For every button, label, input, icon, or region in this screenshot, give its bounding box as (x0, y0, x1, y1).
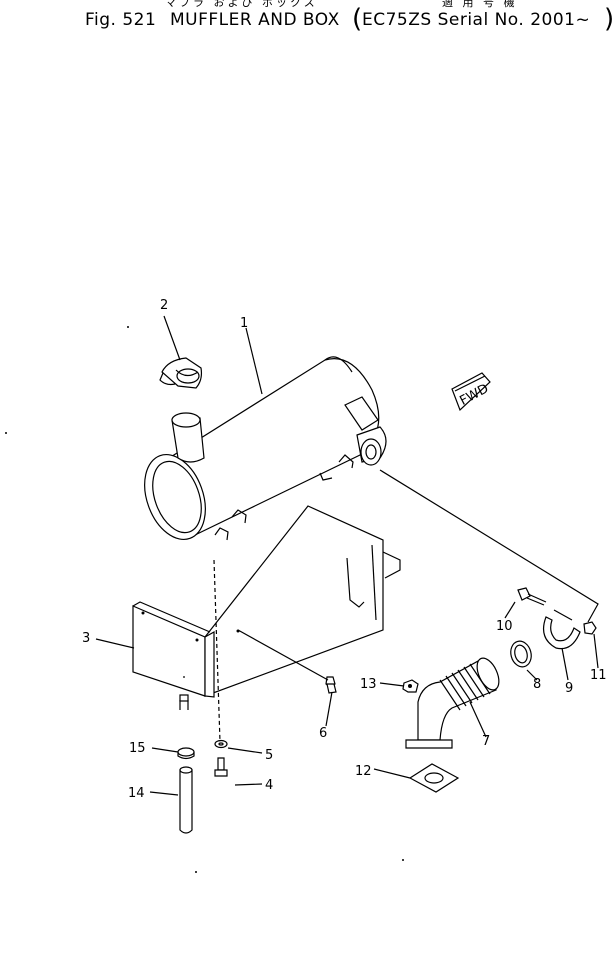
japanese-applicability: 適 用 号 機 (442, 0, 518, 9)
callout-5: 5 (265, 748, 273, 763)
callout-11: 11 (590, 668, 607, 683)
rain-cap (159, 357, 203, 389)
washer (214, 739, 228, 749)
assembly-lines (95, 315, 599, 796)
nut-13 (402, 679, 419, 693)
callout-10: 10 (496, 619, 513, 634)
hose-clamp (177, 747, 195, 760)
japanese-title: マフラ および ボックス (165, 0, 318, 9)
callout-13: 13 (360, 677, 377, 692)
callout-1: 1 (240, 316, 248, 331)
close-paren: ) (604, 4, 615, 34)
gasket (408, 763, 460, 793)
callout-4: 4 (265, 778, 273, 793)
serial-applicability: EC75ZS Serial No. 2001~ (362, 10, 591, 30)
callout-numbers: 1 2 3 4 5 6 7 8 9 10 11 12 13 14 15 (82, 298, 607, 801)
forward-arrow-icon: FWD (451, 372, 491, 412)
figure-number: Fig. 521 (85, 10, 157, 30)
callout-15: 15 (129, 741, 146, 756)
callout-12: 12 (355, 764, 372, 779)
callout-9: 9 (565, 681, 573, 696)
nut-11 (583, 621, 597, 635)
callout-6: 6 (319, 726, 327, 741)
callout-3: 3 (82, 631, 90, 646)
callout-2: 2 (160, 298, 168, 313)
figure-header: マフラ および ボックス 適 用 号 機 Fig. 521 MUFFLER AN… (0, 0, 616, 40)
muffler-box (132, 505, 401, 710)
callout-14: 14 (128, 786, 145, 801)
bolt-4 (214, 757, 228, 777)
exhaust-pipe (405, 657, 500, 749)
muffler (144, 356, 387, 541)
drain-tube (179, 766, 193, 834)
seal-ring (510, 640, 532, 668)
open-paren: ( (352, 4, 363, 34)
callout-8: 8 (533, 677, 541, 692)
bolt-10 (517, 587, 547, 606)
pipe-clamp (543, 609, 581, 650)
callout-7: 7 (482, 734, 490, 749)
figure-title: MUFFLER AND BOX (170, 10, 340, 30)
